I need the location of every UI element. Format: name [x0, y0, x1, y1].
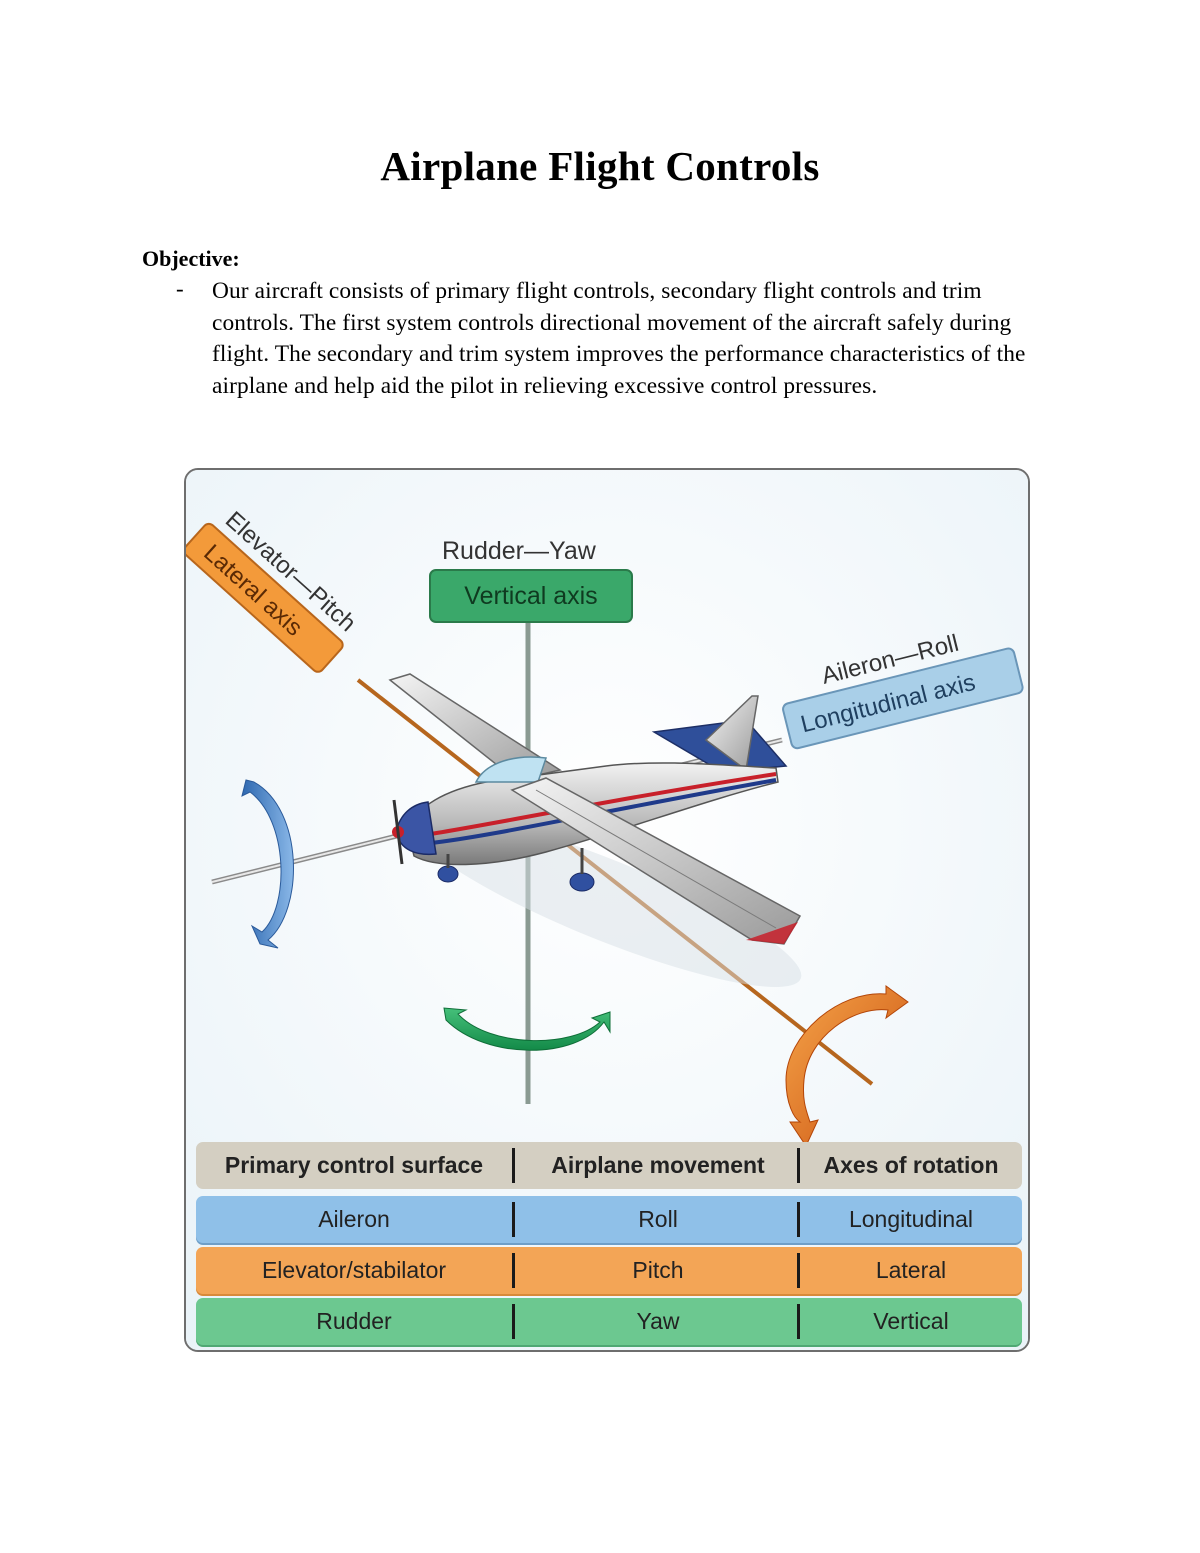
yaw-arrow-icon	[443, 1007, 611, 1051]
column-divider	[512, 1253, 515, 1288]
table-cell: Roll	[638, 1206, 678, 1232]
objective-paragraph: Our aircraft consists of primary flight …	[212, 278, 1026, 399]
vertical-axis-label: Vertical axis	[464, 582, 597, 610]
column-divider	[797, 1148, 800, 1183]
pitch-arrow-icon	[785, 985, 909, 1148]
table-row: Aileron Roll Longitudinal	[196, 1196, 1022, 1243]
column-divider	[512, 1148, 515, 1183]
table-cell: Aileron	[318, 1206, 390, 1232]
table-row: Elevator/stabilator Pitch Lateral	[196, 1247, 1022, 1294]
column-divider	[797, 1253, 800, 1288]
bullet-marker: -	[176, 276, 184, 301]
objective-heading: Objective:	[142, 246, 240, 271]
longitudinal-axis-box	[782, 647, 1024, 750]
table-cell: Yaw	[636, 1308, 680, 1334]
rudder-yaw-label: Rudder—Yaw	[442, 537, 597, 565]
table-header-cell: Axes of rotation	[823, 1152, 999, 1178]
table-row: Rudder Yaw Vertical	[196, 1298, 1022, 1345]
column-divider	[797, 1202, 800, 1237]
table-cell: Elevator/stabilator	[261, 1257, 447, 1283]
table-cell: Pitch	[632, 1257, 684, 1283]
flight-controls-figure: Elevator—Pitch Lateral axis Rudder—Yaw V…	[184, 468, 1030, 1352]
table-cell: Longitudinal	[848, 1206, 974, 1232]
table-cell: Vertical	[873, 1308, 949, 1334]
lateral-axis-box	[186, 522, 344, 673]
page-title: Airplane Flight Controls	[380, 143, 820, 189]
column-divider	[797, 1304, 800, 1339]
table-header-cell: Airplane movement	[551, 1152, 765, 1178]
table-header-row: Primary control surface Airplane movemen…	[196, 1142, 1022, 1189]
column-divider	[512, 1304, 515, 1339]
roll-arrow-icon	[241, 779, 294, 949]
vertical-axis-box	[429, 569, 633, 623]
table-header-cell: Primary control surface	[224, 1152, 484, 1178]
column-divider	[512, 1202, 515, 1237]
table-cell: Lateral	[875, 1257, 947, 1283]
airplane-illustration	[388, 673, 802, 987]
table-cell: Rudder	[316, 1308, 392, 1334]
